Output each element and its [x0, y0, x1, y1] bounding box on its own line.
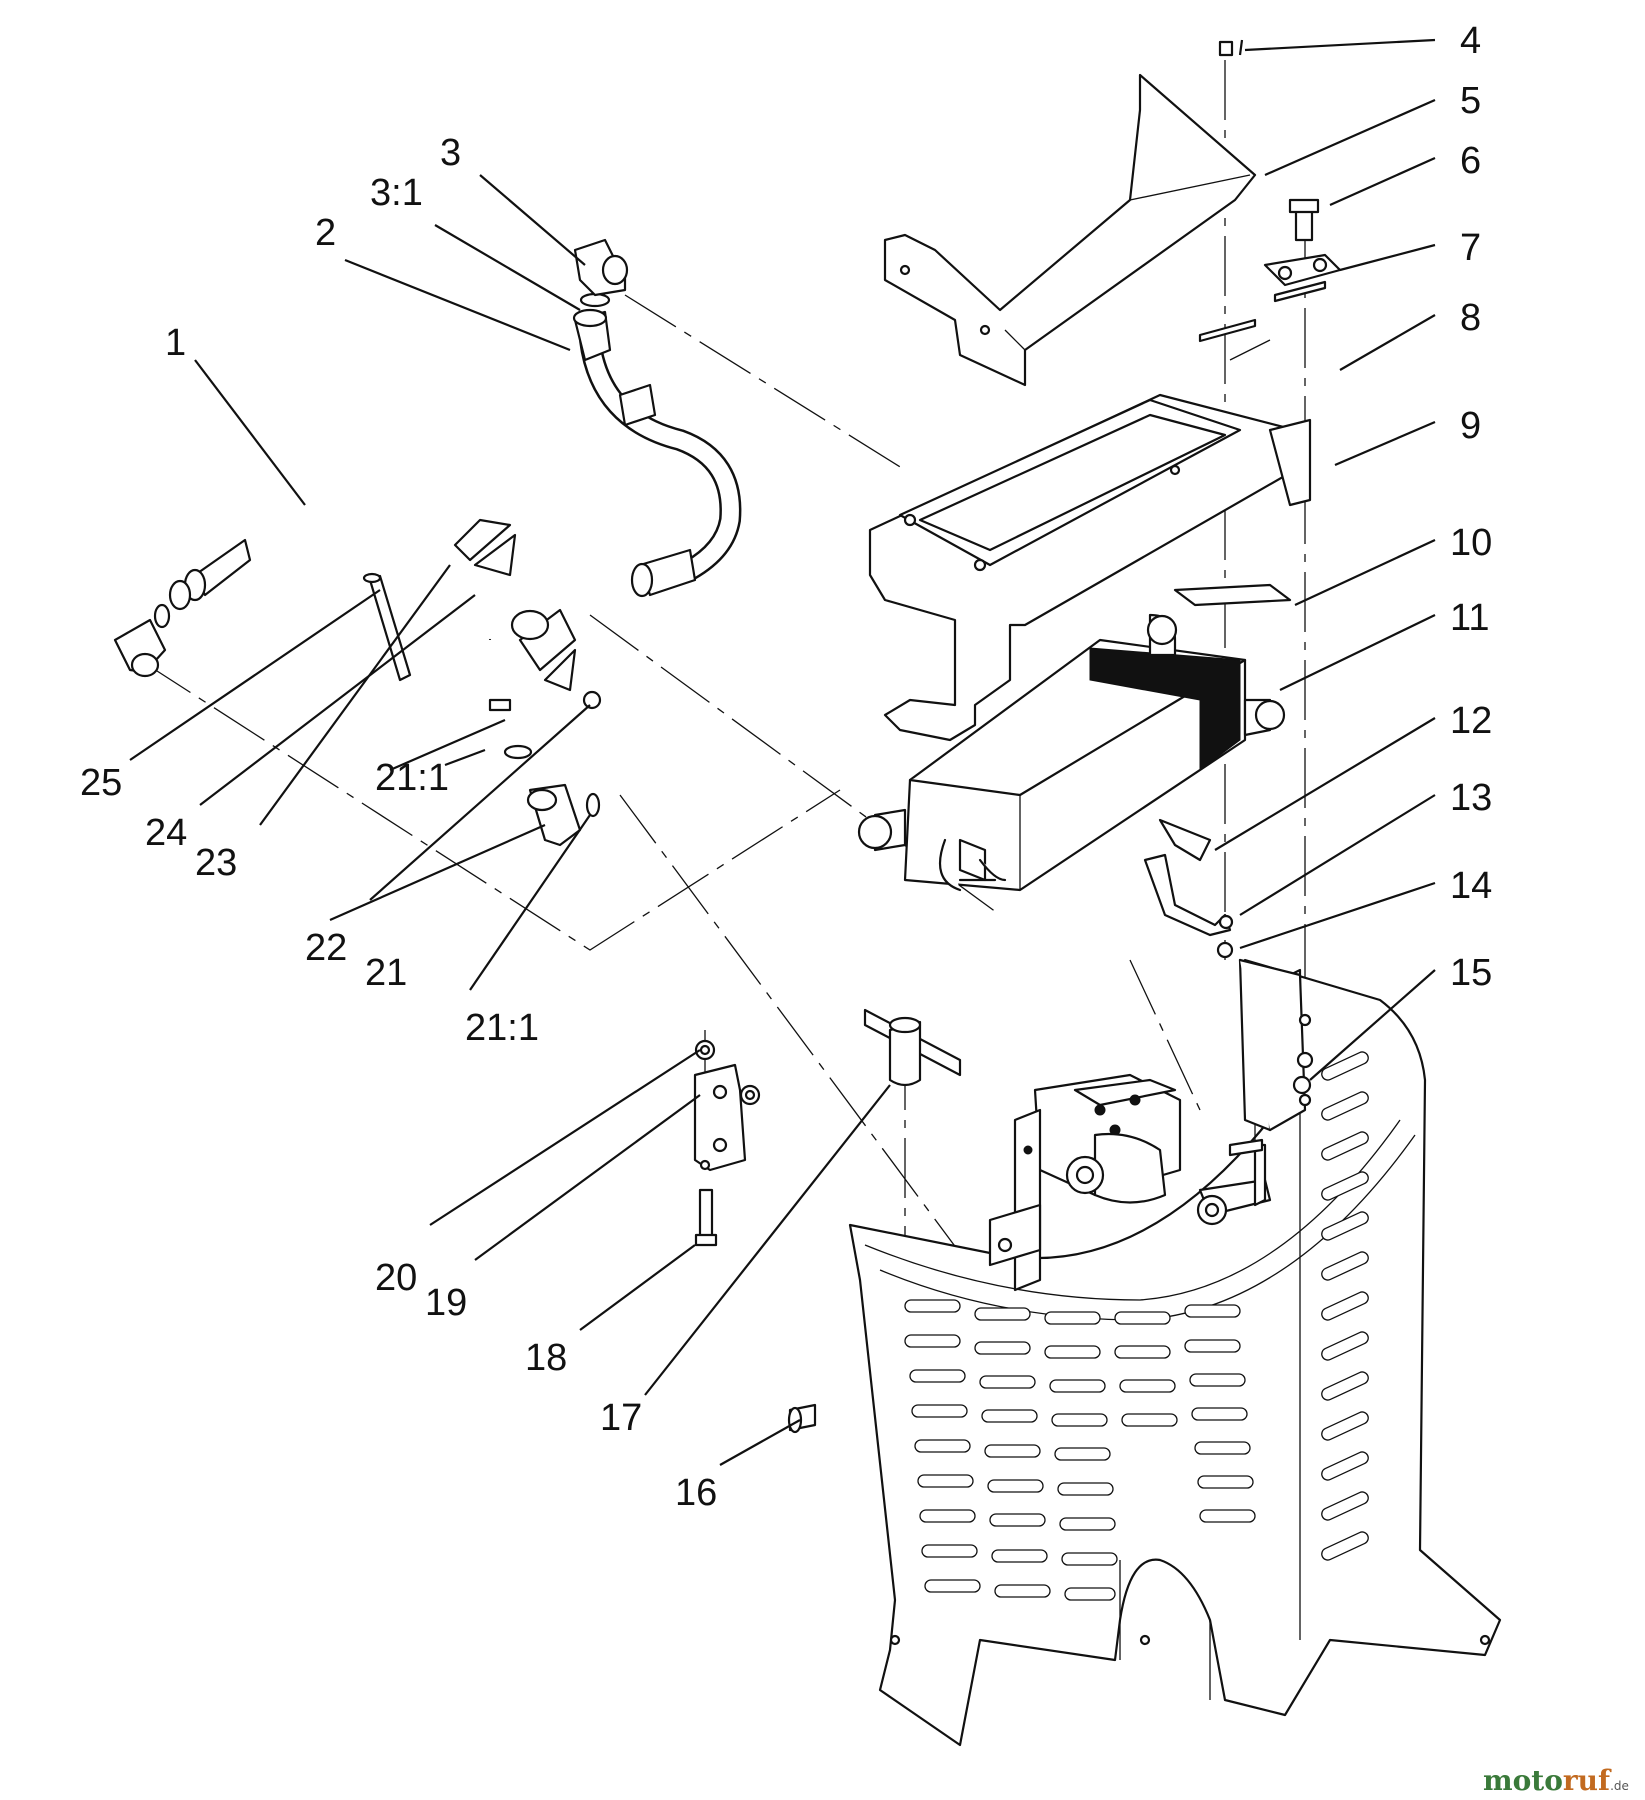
mounting-plate	[868, 339, 1312, 742]
callout-8: 8	[1460, 297, 1481, 339]
filter-head-assembly	[988, 1073, 1272, 1292]
svg-text:motoruf.de: motoruf.de	[1483, 1764, 1629, 1797]
callout-numbers: 1 2 3 3:1 4 5 6 7 8 9 10 11 12 13 14 15 …	[80, 20, 1492, 1514]
side-bracket	[1238, 958, 1314, 1132]
callout-10: 10	[1450, 522, 1492, 564]
callout-21: 21	[365, 952, 407, 994]
callout-5: 5	[1460, 80, 1481, 122]
air-deflector	[883, 73, 1257, 387]
hardware	[1198, 40, 1342, 1095]
lower-hardware	[693, 1008, 962, 1434]
callout-18: 18	[525, 1337, 567, 1379]
callout-3: 3	[440, 132, 461, 174]
callout-22: 22	[305, 927, 347, 969]
callout-23: 23	[195, 842, 237, 884]
callout-13: 13	[1450, 777, 1492, 819]
shroud-guard	[848, 958, 1502, 1747]
callout-21-1-upper: 21:1	[375, 757, 449, 799]
callout-1: 1	[165, 322, 186, 364]
callout-21-1-lower: 21:1	[465, 1007, 539, 1049]
callout-2: 2	[315, 212, 336, 254]
callout-7: 7	[1460, 227, 1481, 269]
callout-9: 9	[1460, 405, 1481, 447]
callout-12: 12	[1450, 700, 1492, 742]
callout-14: 14	[1450, 865, 1492, 907]
callout-17: 17	[600, 1397, 642, 1439]
callout-4: 4	[1460, 20, 1481, 62]
hydraulic-hose-2	[572, 238, 742, 598]
tube-clamps	[362, 518, 602, 847]
hydraulic-hose-1	[113, 456, 579, 678]
callout-3-1: 3:1	[370, 172, 423, 214]
callout-6: 6	[1460, 140, 1481, 182]
callout-20: 20	[375, 1257, 417, 1299]
callout-15: 15	[1450, 952, 1492, 994]
callout-19: 19	[425, 1282, 467, 1324]
callout-16: 16	[675, 1472, 717, 1514]
cooler-clamps	[1143, 818, 1234, 937]
callout-11: 11	[1450, 597, 1489, 639]
callout-25: 25	[80, 762, 122, 804]
cooler-fins	[1089, 647, 1241, 771]
oil-cooler	[857, 613, 1286, 892]
watermark-logo: motoruf.de	[1483, 1764, 1629, 1797]
callout-24: 24	[145, 812, 187, 854]
grille-slots	[904, 1051, 1369, 1601]
foam-strip	[1173, 583, 1292, 607]
leader-lines	[129, 38, 1436, 1466]
